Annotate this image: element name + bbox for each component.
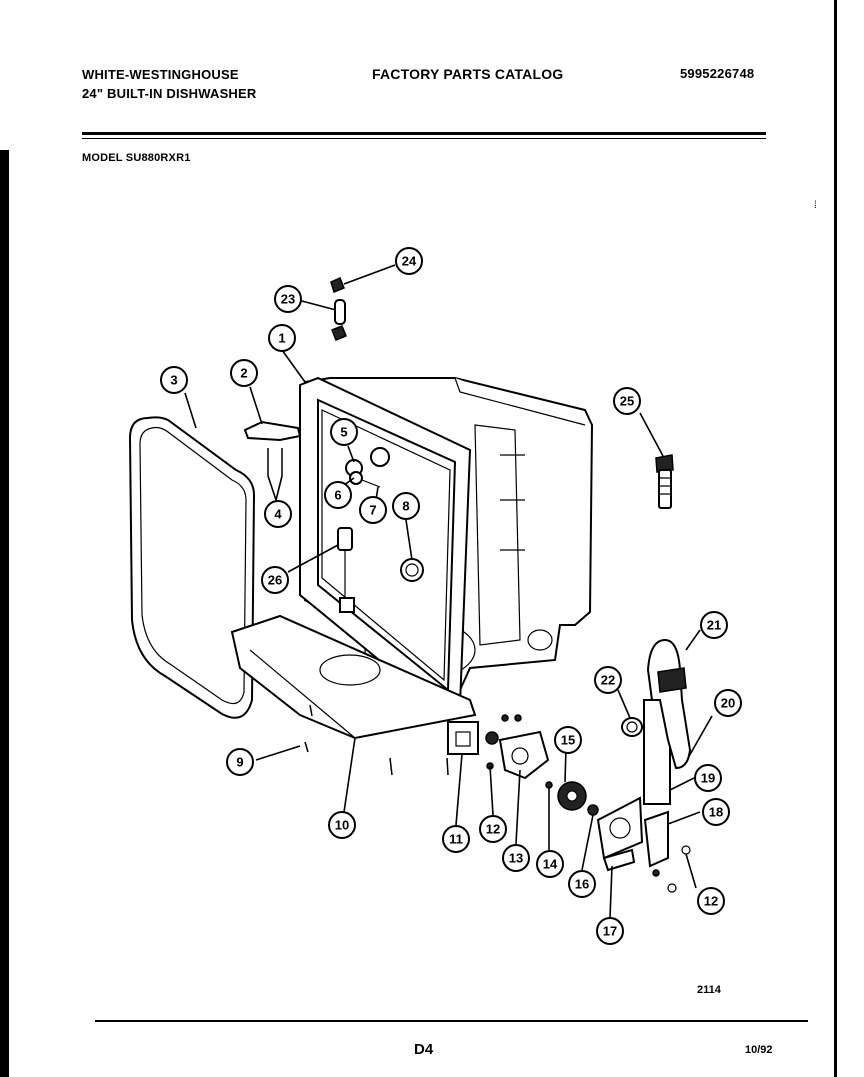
svg-text:12: 12 bbox=[704, 894, 718, 909]
svg-text:4: 4 bbox=[274, 507, 282, 522]
svg-text:1: 1 bbox=[278, 331, 285, 346]
catalog-number: 5995226748 bbox=[680, 66, 755, 81]
callout-8: 8 bbox=[392, 492, 420, 520]
callout-11: 11 bbox=[442, 825, 470, 853]
svg-text:6: 6 bbox=[334, 488, 341, 503]
callout-23: 23 bbox=[274, 285, 302, 313]
wash-arm-parts bbox=[337, 447, 424, 613]
svg-text:10: 10 bbox=[335, 818, 349, 833]
bottom-panel bbox=[230, 614, 477, 776]
callout-1: 1 bbox=[268, 324, 296, 352]
brand-name: WHITE-WESTINGHOUSE bbox=[82, 67, 239, 82]
page-frame-right bbox=[834, 0, 837, 1077]
page-frame-left bbox=[0, 150, 9, 1077]
svg-text:19: 19 bbox=[701, 771, 715, 786]
callout-12-right: 12 bbox=[697, 887, 725, 915]
svg-text:13: 13 bbox=[509, 851, 523, 866]
fill-hose-parts bbox=[330, 276, 674, 509]
callout-14: 14 bbox=[536, 850, 564, 878]
page-number: D4 bbox=[414, 1041, 434, 1058]
callout-25: 25 bbox=[613, 387, 641, 415]
callout-26: 26 bbox=[261, 566, 289, 594]
svg-text:14: 14 bbox=[543, 857, 558, 872]
header-rule-bottom bbox=[82, 138, 766, 139]
product-name: 24" BUILT-IN DISHWASHER bbox=[82, 86, 257, 101]
callout-4: 4 bbox=[264, 500, 292, 528]
callout-10: 10 bbox=[328, 811, 356, 839]
figure-code: 2114 bbox=[697, 984, 721, 996]
svg-text:12: 12 bbox=[486, 822, 500, 837]
callout-18: 18 bbox=[702, 798, 730, 826]
model-number: MODEL SU880RXR1 bbox=[82, 152, 191, 164]
callout-24: 24 bbox=[395, 247, 423, 275]
hinge-bracket bbox=[243, 420, 302, 476]
callout-12: 12 bbox=[479, 815, 507, 843]
callout-21: 21 bbox=[700, 611, 728, 639]
footer-rule bbox=[95, 1020, 808, 1022]
svg-text:24: 24 bbox=[402, 254, 417, 269]
detergent-dispenser-parts bbox=[596, 638, 692, 893]
callout-16: 16 bbox=[568, 870, 596, 898]
scan-speck: ⁞ bbox=[814, 200, 817, 211]
svg-text:18: 18 bbox=[709, 805, 723, 820]
callout-5: 5 bbox=[330, 418, 358, 446]
latch-assembly bbox=[447, 714, 599, 816]
svg-text:25: 25 bbox=[620, 394, 634, 409]
svg-text:21: 21 bbox=[707, 618, 721, 633]
svg-text:22: 22 bbox=[601, 673, 615, 688]
svg-text:23: 23 bbox=[281, 292, 295, 307]
callout-2: 2 bbox=[230, 359, 258, 387]
svg-text:7: 7 bbox=[369, 503, 376, 518]
svg-text:11: 11 bbox=[449, 832, 463, 847]
callout-6: 6 bbox=[324, 481, 352, 509]
svg-text:3: 3 bbox=[170, 373, 177, 388]
revision-date: 10/92 bbox=[745, 1044, 773, 1056]
svg-text:5: 5 bbox=[340, 425, 347, 440]
catalog-title: FACTORY PARTS CATALOG bbox=[372, 66, 564, 82]
header-rule-top bbox=[82, 132, 766, 135]
callout-19: 19 bbox=[694, 764, 722, 792]
svg-text:15: 15 bbox=[561, 733, 575, 748]
svg-text:17: 17 bbox=[603, 924, 617, 939]
svg-text:16: 16 bbox=[575, 877, 589, 892]
callout-22: 22 bbox=[594, 666, 622, 694]
callout-9: 9 bbox=[226, 748, 254, 776]
door-gasket bbox=[128, 416, 256, 719]
svg-text:2: 2 bbox=[240, 366, 247, 381]
svg-text:8: 8 bbox=[402, 499, 409, 514]
callout-15: 15 bbox=[554, 726, 582, 754]
svg-text:9: 9 bbox=[236, 755, 243, 770]
svg-text:20: 20 bbox=[721, 696, 735, 711]
callout-17: 17 bbox=[596, 917, 624, 945]
callout-3: 3 bbox=[160, 366, 188, 394]
svg-text:26: 26 bbox=[268, 573, 282, 588]
callout-13: 13 bbox=[502, 844, 530, 872]
callout-20: 20 bbox=[714, 689, 742, 717]
callout-7: 7 bbox=[359, 496, 387, 524]
